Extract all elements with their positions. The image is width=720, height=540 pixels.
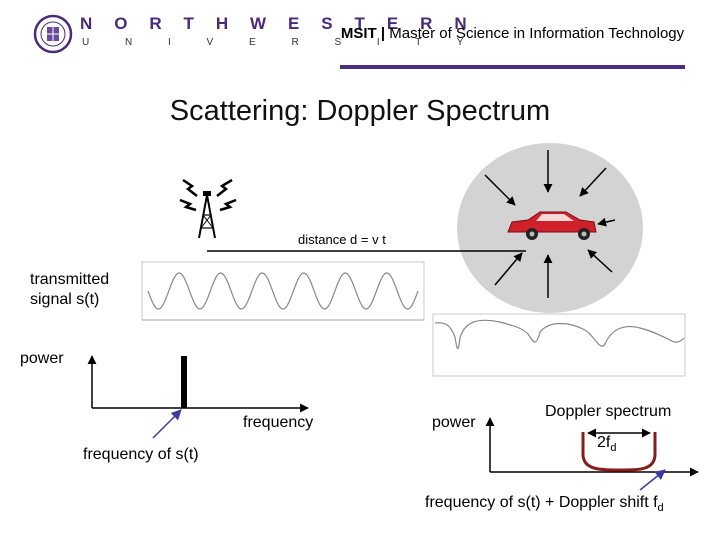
car-icon (507, 211, 597, 240)
doppler-shift-main: frequency of s(t) + Doppler shift f (425, 494, 658, 511)
received-signal-plot (432, 313, 686, 377)
frequency-of-s-label: frequency of s(t) (83, 446, 199, 463)
transmitted-label-line1: transmitted (30, 271, 110, 288)
two-fd-main: 2f (597, 434, 611, 451)
doppler-shift-label: frequency of s(t) + Doppler shift fd (425, 494, 664, 514)
university-name-line1: N O R T H W E S T E R N (80, 14, 476, 33)
transmitted-signal-plot (141, 261, 425, 321)
transmitted-spectrum-axes (87, 355, 309, 439)
slide-title: Scattering: Doppler Spectrum (169, 95, 551, 127)
program-heading: MSIT | Master of Science in Information … (340, 23, 685, 45)
university-seal-logo (33, 14, 73, 54)
university-name-line2: U N I V E R S I T Y (82, 37, 480, 48)
distance-label: distance d = v t (298, 232, 386, 247)
header-accent-bar (340, 65, 685, 69)
program-abbrev: MSIT (340, 25, 377, 42)
carrier-spike (181, 356, 187, 408)
frequency-axis-label: frequency (243, 414, 314, 431)
power-label-left: power (20, 350, 64, 367)
program-name: Master of Science in Information Technol… (389, 25, 685, 42)
callout-arrow-carrier (152, 409, 182, 439)
two-fd-label: 2fd (597, 434, 616, 454)
transmitted-label-line2: signal s(t) (30, 291, 100, 308)
doppler-spectrum-axes (485, 417, 699, 491)
doppler-shift-subscript: d (657, 502, 664, 515)
program-separator: | (376, 25, 390, 42)
antenna-tower-icon (179, 178, 237, 239)
transmitted-signal-label: transmitted signal s(t) (30, 270, 109, 310)
callout-arrow-doppler (639, 469, 666, 491)
two-fd-subscript: d (610, 442, 617, 455)
power-label-right: power (432, 414, 476, 431)
doppler-spectrum-label: Doppler spectrum (545, 403, 672, 420)
doppler-spectrum-curve (581, 432, 657, 472)
